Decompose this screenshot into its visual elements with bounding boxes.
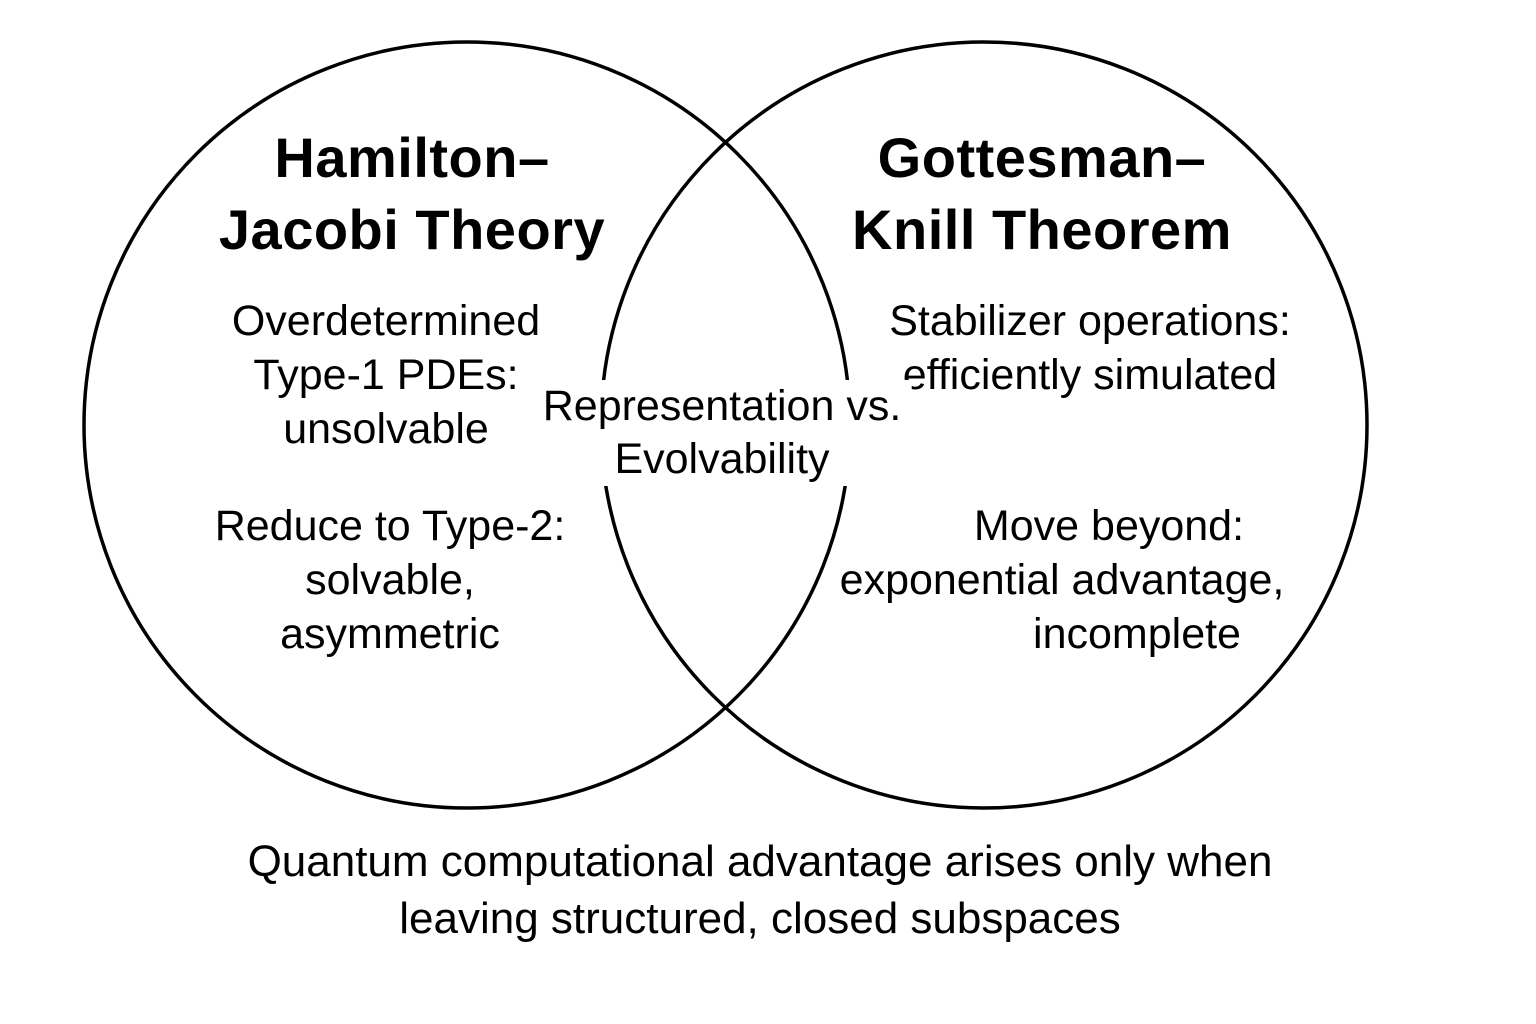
left-circle-item-reduce: Reduce to Type-2: solvable, asymmetric <box>215 499 566 661</box>
diagram-caption: Quantum computational advantage arises o… <box>248 833 1273 947</box>
right-circle-item-move-beyond: Move beyond: exponential advantage, inco… <box>840 499 1323 661</box>
intersection-label-line: Evolvability <box>614 435 830 483</box>
left-circle-title-line: Jacobi Theory <box>218 198 606 261</box>
right-item2-line: exponential advantage, <box>839 556 1285 604</box>
right-circle-title: Gottesman– Knill Theorem <box>852 122 1232 266</box>
intersection-label-line: Representation vs. <box>542 382 902 430</box>
intersection-label: Representation vs. Evolvability <box>532 380 912 486</box>
right-item1-line: Stabilizer operations: <box>889 297 1291 345</box>
left-item2-line: solvable, <box>305 556 475 604</box>
left-circle-item-overdetermined: Overdetermined Type-1 PDEs: unsolvable <box>232 294 540 456</box>
left-circle-title: Hamilton– Jacobi Theory <box>219 122 605 266</box>
left-item1-line: Type-1 PDEs: <box>253 351 519 399</box>
left-item2-line: asymmetric <box>280 610 500 658</box>
right-circle-title-line: Knill Theorem <box>852 198 1232 261</box>
left-item2-line: Reduce to Type-2: <box>214 502 566 550</box>
right-item2-line: incomplete <box>1033 610 1241 658</box>
right-circle-item-stabilizer: Stabilizer operations: efficiently simul… <box>889 294 1291 402</box>
left-item1-line: Overdetermined <box>231 297 541 345</box>
right-circle-title-line: Gottesman– <box>877 126 1207 189</box>
diagram-caption-line: Quantum computational advantage arises o… <box>247 837 1273 886</box>
right-item2-line: Move beyond: <box>973 502 1245 550</box>
left-item1-line: unsolvable <box>283 405 489 453</box>
diagram-caption-line: leaving structured, closed subspaces <box>399 894 1121 943</box>
right-item1-line: efficiently simulated <box>902 351 1278 399</box>
left-circle-title-line: Hamilton– <box>274 126 550 189</box>
